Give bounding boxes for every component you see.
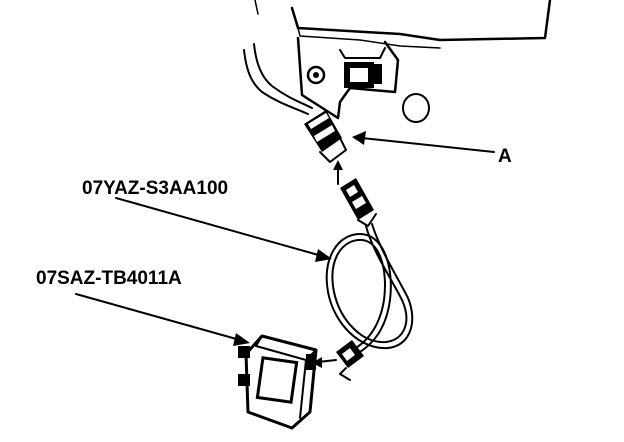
label-module-part-number: 07SAZ-TB4011A: [36, 268, 182, 289]
mounting-bracket: [296, 36, 400, 120]
vehicle-body-panel: [254, 0, 552, 123]
vehicle-wire-bundle: [243, 43, 313, 115]
control-module: [238, 334, 318, 430]
harness-cable-loop: [325, 223, 414, 353]
label-a: A: [498, 146, 512, 167]
connection-arrow-upper: [333, 160, 343, 185]
harness-lower-connector: [336, 340, 364, 381]
harness-upper-connector: [340, 178, 377, 227]
leader-line-harness: [115, 197, 332, 262]
connector-a: [304, 110, 347, 163]
label-harness-part-number: 07YAZ-S3AA100: [82, 178, 228, 199]
connection-arrow-lower: [312, 357, 337, 368]
leader-line-a: [352, 131, 495, 153]
leader-line-module: [75, 293, 250, 346]
